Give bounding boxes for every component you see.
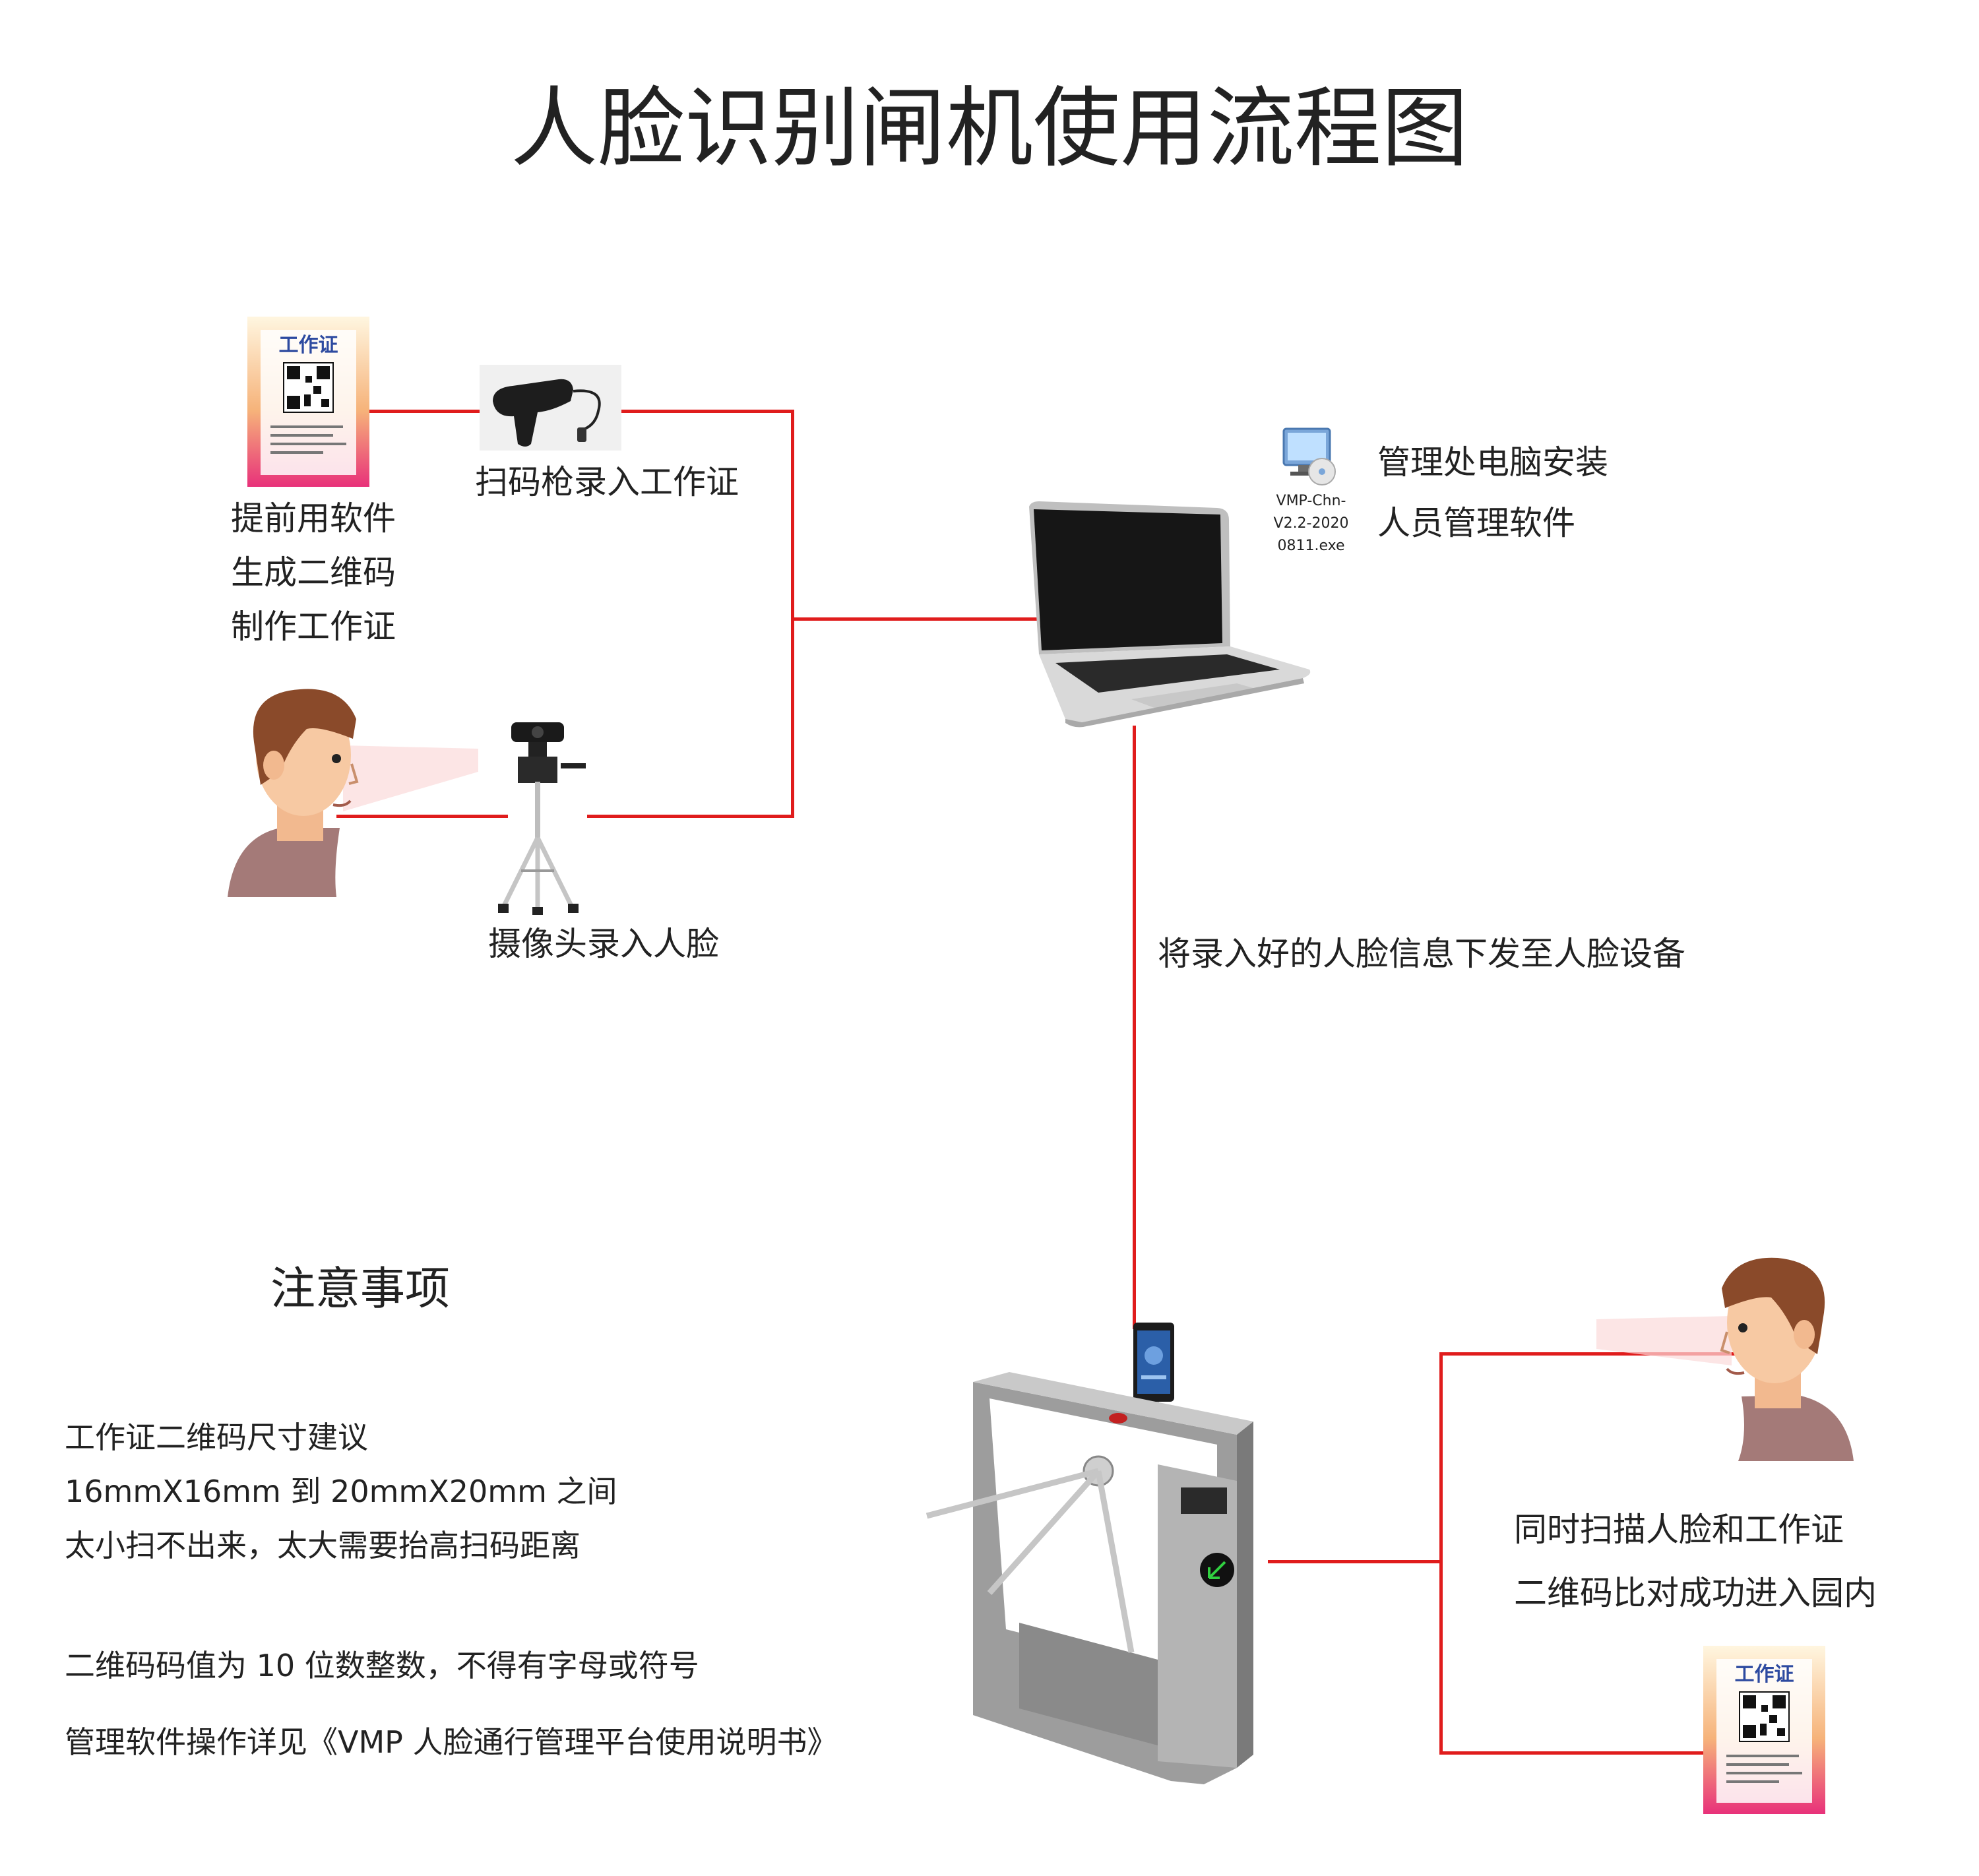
page-title: 人脸识别闸机使用流程图 xyxy=(511,78,1468,179)
connector-scanner-to-bus xyxy=(620,410,794,413)
connector-turnstile-to-right xyxy=(1268,1560,1442,1563)
badge-caption-line-2: 生成二维码 xyxy=(231,553,396,592)
notes-line-5: 管理软件操作详见《VMP 人脸通行管理平台使用说明书》 xyxy=(65,1724,838,1760)
notes-heading: 注意事项 xyxy=(270,1263,451,1315)
installer-icon xyxy=(1282,427,1336,485)
notes-line-1: 工作证二维码尺寸建议 xyxy=(65,1420,368,1455)
connector-right-vertical xyxy=(1439,1352,1443,1755)
connector-face-to-camera xyxy=(336,815,508,818)
connector-right-to-badge xyxy=(1439,1751,1703,1755)
badge-card-graphic xyxy=(247,317,369,487)
person-right-icon xyxy=(1596,1257,1854,1461)
connector-badge-to-scanner xyxy=(369,410,483,413)
badge-caption-line-3: 制作工作证 xyxy=(231,608,396,646)
badge-card-right-graphic xyxy=(1703,1646,1825,1814)
laptop-icon xyxy=(1029,501,1311,728)
turnstile-caption-line-2: 二维码比对成功进入园内 xyxy=(1514,1574,1877,1612)
connector-bus-to-laptop xyxy=(791,617,1042,621)
webcam-tripod-icon xyxy=(498,722,586,915)
installer-filename-line-3: 0811.exe xyxy=(1277,538,1345,554)
transfer-caption: 将录入好的人脸信息下发至人脸设备 xyxy=(1158,935,1685,973)
badge-caption-line-1: 提前用软件 xyxy=(231,499,396,538)
notes-line-2: 16mmX16mm 到 20mmX20mm 之间 xyxy=(65,1474,617,1509)
tripod-turnstile-icon xyxy=(926,1372,1253,1784)
laptop-caption-line-2: 人员管理软件 xyxy=(1377,504,1575,542)
badge-card-right: 工作证 xyxy=(1703,1646,1825,1814)
laptop-caption-line-1: 管理处电脑安装 xyxy=(1377,443,1608,482)
person-left-icon xyxy=(228,689,478,897)
notes-line-3: 太小扫不出来，太大需要抬高扫码距离 xyxy=(65,1528,581,1563)
notes-line-4: 二维码码值为 10 位数整数，不得有字母或符号 xyxy=(65,1648,699,1683)
connector-laptop-to-terminal xyxy=(1133,726,1136,1329)
scanner-caption: 扫码枪录入工作证 xyxy=(475,463,739,501)
installer-filename-line-1: VMP-Chn- xyxy=(1276,493,1346,509)
installer-filename-line-2: V2.2-2020 xyxy=(1273,515,1349,532)
badge-card-heading: 工作证 xyxy=(278,334,338,357)
badge-card: 工作证 xyxy=(247,317,369,487)
camera-caption: 摄像头录入人脸 xyxy=(488,925,719,963)
connector-vertical-bus xyxy=(791,410,794,817)
connector-right-to-face xyxy=(1439,1352,1749,1356)
badge-card-right-heading: 工作证 xyxy=(1734,1663,1794,1686)
turnstile-caption-line-1: 同时扫描人脸和工作证 xyxy=(1514,1511,1844,1549)
connector-camera-to-bus xyxy=(587,815,794,818)
barcode-scanner-icon xyxy=(480,365,621,451)
